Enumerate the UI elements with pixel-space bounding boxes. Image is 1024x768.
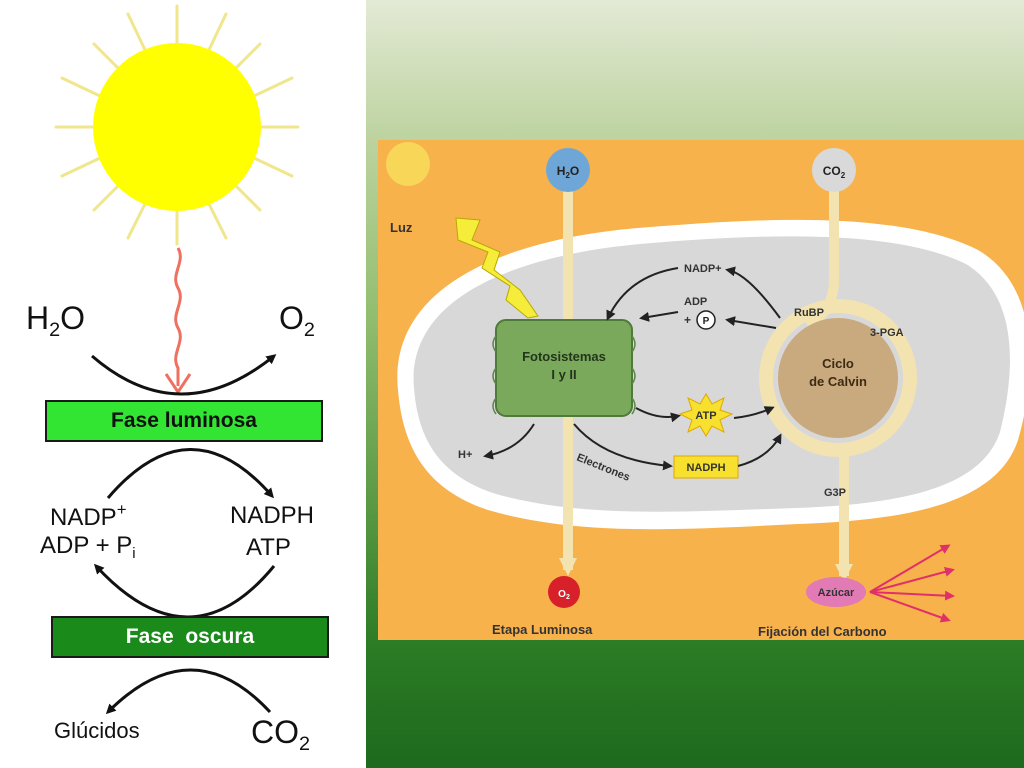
h-plus-label: H+ — [458, 449, 472, 461]
lightning-icon — [455, 217, 539, 319]
luz-label: Luz — [390, 220, 413, 235]
phosphate-node — [696, 310, 716, 330]
svg-text:H2O: H2O — [557, 164, 579, 180]
h2o-node — [546, 148, 590, 192]
water-to-oxygen-arrow — [91, 354, 277, 396]
co2-to-glucidos-arrow — [105, 668, 272, 715]
fotosistemas-sub-label: I y II — [551, 367, 576, 382]
rubp-label: RuBP — [794, 307, 824, 319]
luminosa-to-nadph-arrow — [106, 448, 274, 499]
small-sun-icon — [386, 142, 430, 186]
photosystem-to-atp-arrow — [635, 407, 681, 423]
fase-luminosa-bar: Fase luminosa — [45, 400, 323, 442]
svg-text:CO2: CO2 — [823, 164, 846, 180]
atp-label: ATP — [246, 534, 291, 561]
chloroplast-diagram: H2O CO2 Luz Fotosistemas I y II Ciclo de… — [378, 140, 1024, 640]
nadph-box — [673, 455, 739, 479]
sugar-output-arrows — [869, 544, 955, 623]
photosystem-to-hplus-arrow — [483, 423, 535, 460]
atp-to-calvin-arrow — [733, 406, 775, 419]
nadph-label: NADPH — [230, 502, 315, 529]
azucar-label: Azúcar — [818, 587, 855, 599]
light-ray-icon — [174, 247, 182, 386]
fase-luminosa-label: Fase luminosa — [111, 409, 257, 432]
atp-burst-icon — [678, 393, 734, 437]
fijacion-label: Fijación del Carbono — [758, 624, 887, 639]
calvin-ring — [759, 299, 917, 457]
nadp-to-photosystem-arrow — [606, 267, 679, 321]
etapa-luminosa-label: Etapa Luminosa — [492, 622, 593, 637]
o2-label: O2 — [279, 300, 315, 341]
fase-oscura-bar: Fase oscura — [51, 616, 329, 658]
pga-label: 3-PGA — [870, 327, 904, 339]
calvin-to-adp-arrow — [725, 316, 777, 329]
calvin-label: Ciclo — [822, 356, 854, 371]
calvin-cycle-node — [778, 318, 898, 438]
nadph-to-calvin-arrow — [737, 433, 782, 467]
o2-node — [548, 576, 580, 608]
fase-oscura-label: Fase oscura — [125, 625, 255, 648]
adp-to-photosystem-arrow — [639, 311, 679, 322]
svg-text:O2: O2 — [558, 589, 570, 601]
nadp-label: NADP+ — [50, 500, 127, 532]
left-diagram-graphics — [54, 4, 300, 715]
atp-to-nadp-arrow — [93, 563, 276, 619]
glucidos-label: Glúcidos — [54, 718, 140, 743]
g3p-label: G3P — [824, 487, 846, 499]
adp-pi-label: ADP + Pi — [40, 532, 136, 563]
electrons-arrow — [573, 423, 673, 471]
sun-rays — [54, 4, 300, 246]
azucar-node — [806, 577, 866, 607]
h2o-label: H2O — [26, 300, 86, 341]
co2-label: CO2 — [251, 714, 311, 755]
co2-node — [812, 148, 856, 192]
nadp-plus-label: NADP+ — [684, 263, 722, 275]
adp-label: ADP — [684, 296, 707, 308]
calvin-sub-label: de Calvin — [809, 374, 867, 389]
calvin-to-nadp-arrow — [725, 266, 781, 319]
plus-p-label: + — [684, 313, 691, 327]
phosphate-label: P — [703, 316, 710, 327]
nadph-label: NADPH — [686, 462, 725, 474]
sun-icon — [93, 43, 261, 211]
atp-label: ATP — [695, 410, 716, 422]
fotosistemas-label: Fotosistemas — [522, 349, 606, 364]
